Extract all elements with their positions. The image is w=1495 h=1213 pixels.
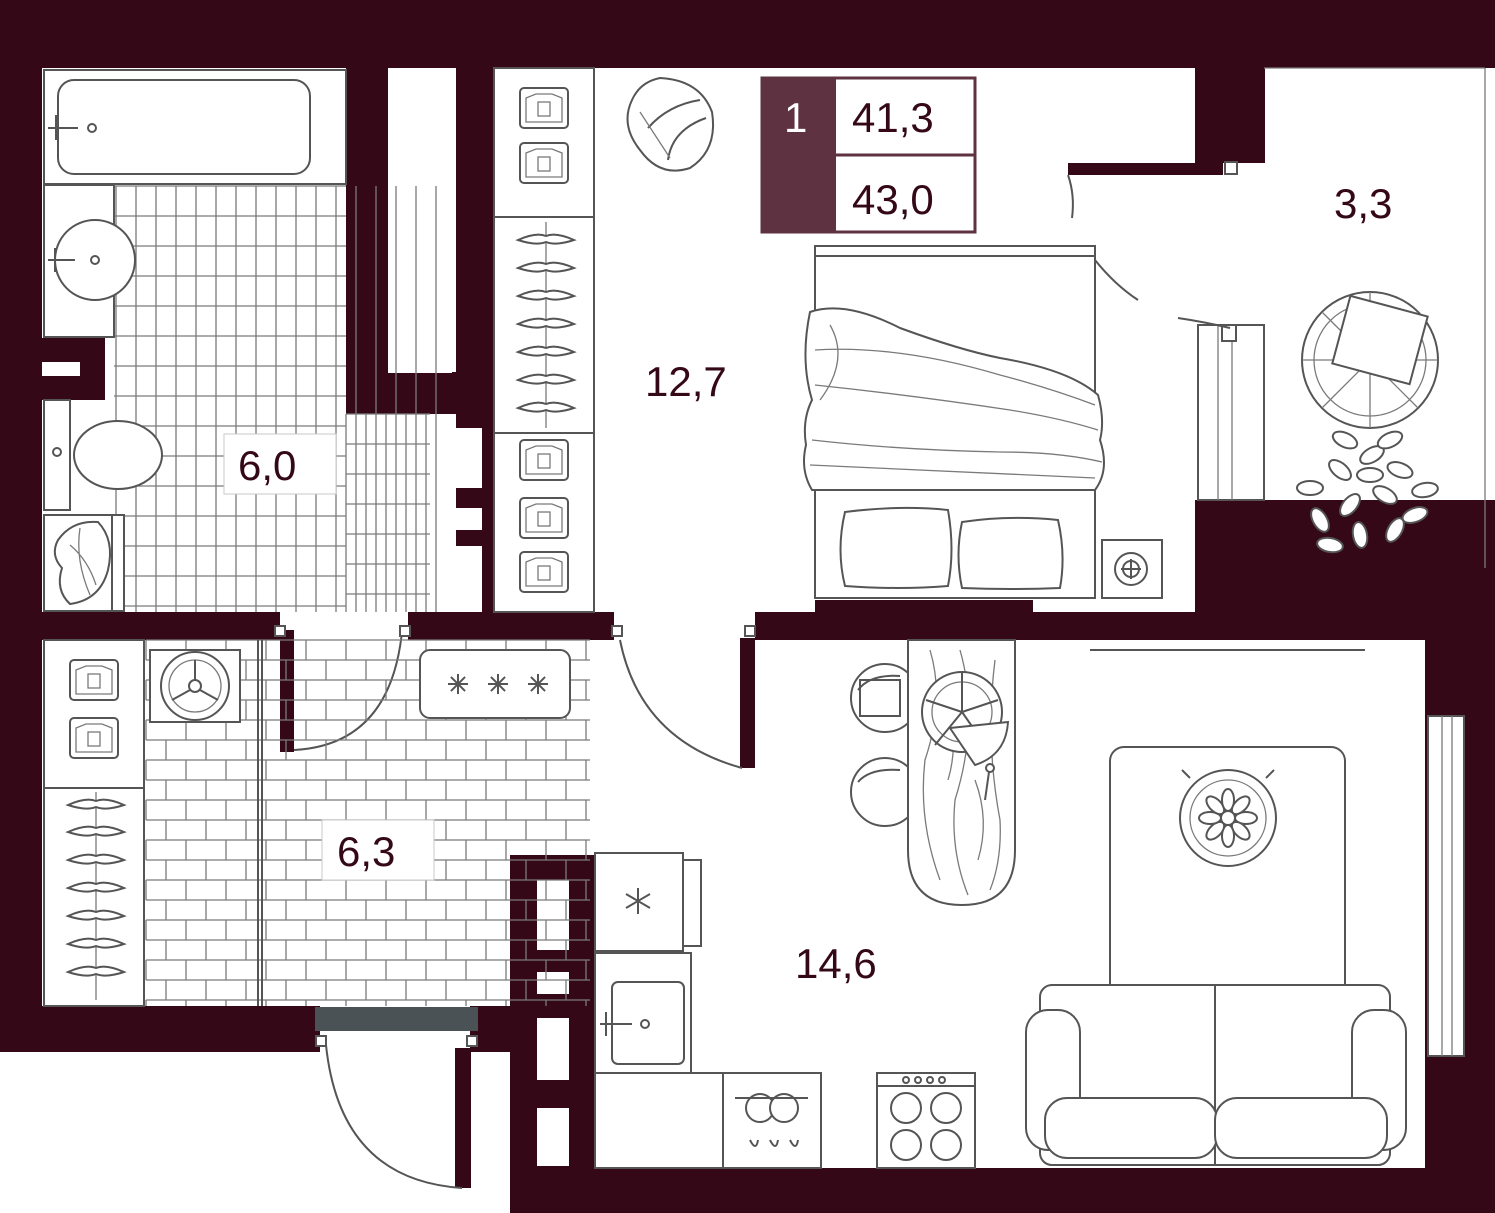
hallway: 6,3: [43, 639, 590, 1007]
bench-icon: [419, 649, 571, 719]
plant-icon: [1296, 430, 1439, 554]
apartment-badge: 1 41,3 43,0: [760, 76, 977, 234]
room-area-bedroom: 12,7: [645, 358, 727, 405]
chair-icon: [850, 663, 920, 827]
wardrobe-icon: [493, 67, 595, 613]
oven-icon: [594, 1072, 822, 1169]
badge-rooms: 1: [784, 94, 807, 141]
bedroom: 12,7: [626, 76, 1163, 599]
room-area-kitchen-living: 14,6: [795, 940, 877, 987]
floor-tiles: [114, 185, 437, 612]
toilet-icon: [43, 399, 163, 511]
round-table-icon: [1301, 291, 1439, 429]
nightstand-icon: [1101, 539, 1163, 599]
floor-bricks: [145, 639, 590, 1006]
pizza-icon: [921, 671, 1010, 801]
wardrobe-icon: [43, 639, 145, 1007]
window-icon: [1090, 67, 1486, 1057]
bathtub-icon: [43, 69, 347, 185]
kitchen-sink-icon: [594, 952, 692, 1074]
room-area-bathroom: 6,0: [238, 442, 296, 489]
room-area-hallway: 6,3: [337, 828, 395, 875]
badge-area-living: 41,3: [852, 94, 934, 141]
kitchen-living: 14,6: [594, 639, 1407, 1169]
room-area-balcony: 3,3: [1334, 180, 1392, 227]
pouf-icon: [149, 649, 241, 723]
badge-area-total: 43,0: [852, 176, 934, 223]
armchair-icon: [626, 76, 714, 172]
pillow-icon: [839, 506, 1064, 590]
coffee-table-icon: [1179, 769, 1277, 867]
door-icon: [274, 161, 1238, 1189]
sofa-icon: [1025, 746, 1407, 1166]
bathroom: 6,0: [43, 69, 437, 612]
fridge-icon: [594, 852, 702, 952]
washing-machine-icon: [43, 514, 125, 612]
balcony: 3,3: [1296, 180, 1439, 554]
sink-icon: [43, 184, 136, 338]
stove-icon: [876, 1072, 976, 1169]
